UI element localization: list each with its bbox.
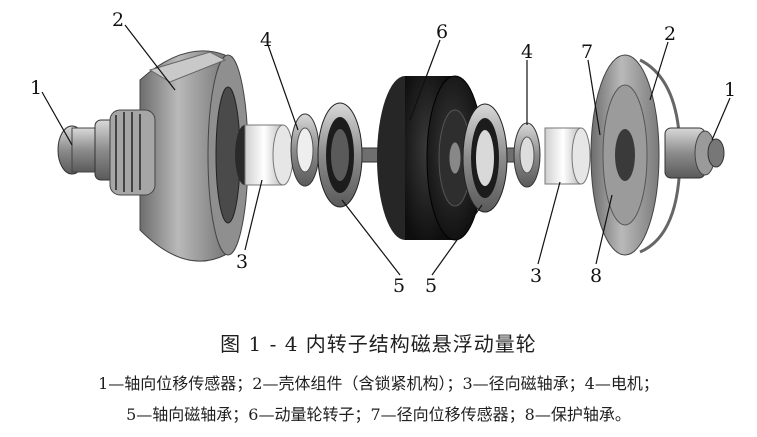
callout-2-right: 2 bbox=[664, 23, 676, 45]
left-radial-bearing bbox=[235, 124, 294, 186]
right-axial-bearing bbox=[462, 103, 508, 213]
leader-lines bbox=[41, 24, 731, 276]
exploded-view-diagram: 1 2 4 6 4 7 2 1 3 5 5 3 8 bbox=[30, 9, 736, 297]
callout-labels: 1 2 4 6 4 7 2 1 3 5 5 3 8 bbox=[30, 9, 736, 297]
callout-2-left: 2 bbox=[112, 9, 124, 31]
legend-line-1: 1—轴向位移传感器；2—壳体组件（含锁紧机构）；3—径向磁轴承；4—电机； bbox=[98, 374, 659, 393]
right-axial-sensor bbox=[664, 127, 725, 179]
callout-3-right: 3 bbox=[530, 265, 542, 287]
callout-5-left: 5 bbox=[393, 275, 405, 297]
callout-5-right: 5 bbox=[425, 275, 437, 297]
right-radial-bearing bbox=[544, 127, 591, 185]
left-housing bbox=[109, 50, 249, 262]
callout-1-left: 1 bbox=[30, 77, 42, 99]
callout-7: 7 bbox=[581, 41, 593, 63]
figure-title: 图 1 - 4 内转子结构磁悬浮动量轮 bbox=[220, 332, 537, 356]
left-motor bbox=[290, 113, 320, 187]
callout-6: 6 bbox=[436, 21, 448, 43]
right-motor bbox=[513, 122, 541, 188]
callout-4-left: 4 bbox=[260, 29, 272, 51]
momentum-wheel-rotor bbox=[377, 75, 484, 241]
callout-1-right: 1 bbox=[724, 79, 736, 101]
left-axial-bearing bbox=[317, 102, 363, 208]
callout-4-right: 4 bbox=[521, 41, 533, 63]
callout-3-left: 3 bbox=[236, 251, 248, 273]
legend-line-2: 5—轴向磁轴承；6—动量轮转子；7—径向位移传感器；8—保护轴承。 bbox=[126, 405, 631, 424]
callout-8: 8 bbox=[590, 265, 602, 287]
